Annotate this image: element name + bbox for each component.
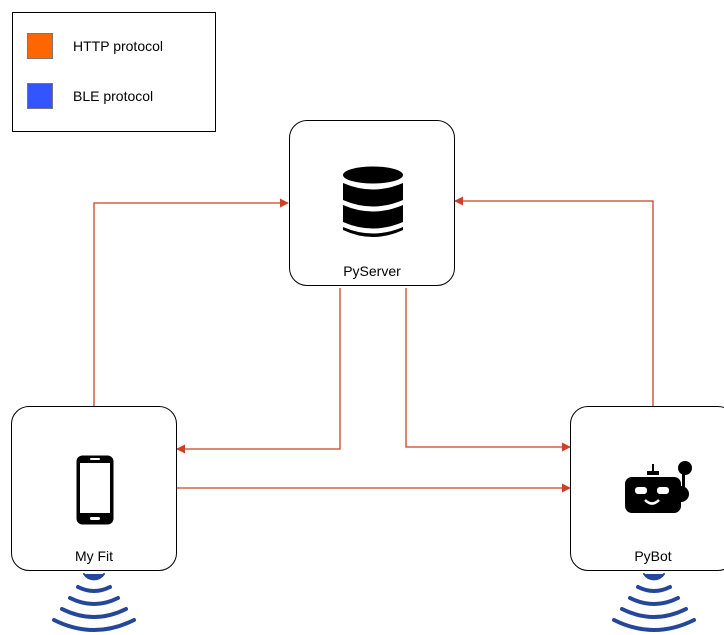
connector-pybot-to-pyserver	[454, 196, 654, 406]
pybot-label: PyBot	[634, 548, 672, 564]
myfit-ble-signal-icon	[52, 573, 136, 632]
http-legend-swatch	[27, 33, 53, 59]
ble-legend-label: BLE protocol	[73, 88, 154, 104]
ble-legend-swatch	[27, 83, 53, 109]
database-icon	[343, 166, 403, 237]
connector-pyserver-to-pybot	[405, 288, 571, 452]
pybot-node[interactable]: PyBot	[570, 406, 724, 571]
pyserver-label: PyServer	[343, 263, 401, 279]
connector-myfit-to-pyserver	[93, 198, 289, 406]
pybot-ble-signal-icon	[612, 573, 696, 632]
robot-icon	[625, 461, 692, 513]
legend: HTTP protocol BLE protocol	[12, 12, 216, 132]
connector-pyserver-to-myfit	[176, 288, 341, 454]
http-legend-label: HTTP protocol	[73, 38, 163, 54]
myfit-label: My Fit	[74, 548, 114, 564]
myfit-node[interactable]: My Fit	[11, 406, 177, 571]
smartphone-icon	[76, 455, 114, 525]
pyserver-node[interactable]: PyServer	[289, 120, 455, 286]
